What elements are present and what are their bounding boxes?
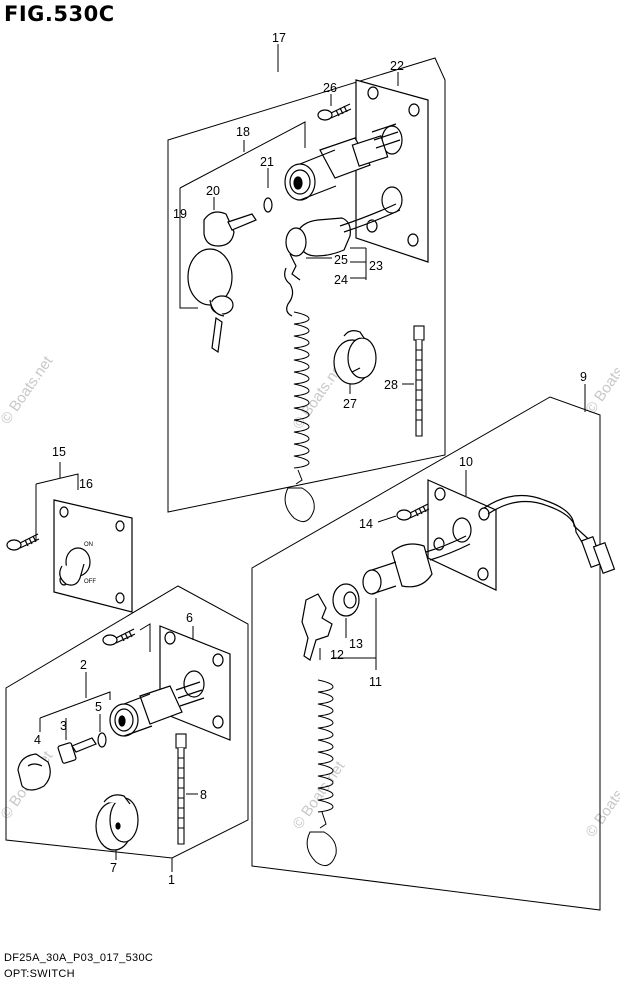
- washer-21: [263, 197, 273, 213]
- leader-bracket-23: [306, 247, 367, 280]
- callout-15: 15: [52, 445, 66, 459]
- lock-plate-12: [301, 593, 333, 661]
- callout-10: 10: [459, 455, 473, 469]
- knob-7: [95, 794, 139, 851]
- nut-13: [332, 583, 360, 617]
- callout-6: 6: [186, 611, 193, 625]
- leader-bracket-2: [39, 672, 111, 740]
- watermark-text: © Boats.net: [0, 352, 57, 427]
- callout-18: 18: [236, 125, 250, 139]
- mounting-plate-6: [159, 625, 231, 741]
- callout-7: 7: [110, 861, 117, 875]
- key-cap-4: [17, 753, 51, 791]
- knob-27: [333, 330, 377, 385]
- group-1-box: [5, 585, 249, 859]
- group-9-box: [251, 396, 601, 911]
- tie-strap-28: [413, 325, 425, 437]
- tie-strap-8: [175, 733, 187, 845]
- callout-16: 16: [79, 477, 93, 491]
- washer-5: [97, 732, 107, 748]
- callout-9: 9: [580, 370, 587, 384]
- callout-22: 22: [390, 59, 404, 73]
- screw-14: [396, 503, 430, 521]
- group-17-box: [167, 57, 446, 513]
- screw-16: [6, 533, 40, 551]
- screw-6: [102, 628, 136, 646]
- coil-cord-top: [284, 311, 315, 523]
- callout-20: 20: [206, 184, 220, 198]
- callout-4: 4: [34, 733, 41, 747]
- callout-13: 13: [349, 637, 363, 651]
- callout-21: 21: [260, 155, 274, 169]
- callout-27: 27: [343, 397, 357, 411]
- switch-plate-16: [53, 499, 133, 613]
- footer-figure-code: DF25A_30A_P03_017_530C: [4, 952, 154, 964]
- callout-25: 25: [334, 253, 348, 267]
- mounting-plate-22: [355, 79, 429, 263]
- callout-labels: 17 22 26 18 21 20 19 25 23 24 27 28 9 10…: [34, 31, 587, 887]
- ignition-switch-bottom: [109, 681, 205, 737]
- leader-bracket-18: [179, 121, 306, 309]
- off-label: OFF: [84, 579, 96, 585]
- callout-12: 12: [330, 648, 344, 662]
- callout-5: 5: [95, 700, 102, 714]
- stop-switch-11: [362, 535, 471, 595]
- callout-26: 26: [323, 81, 337, 95]
- callout-19: 19: [173, 207, 187, 221]
- figure-title: FIG.530C: [4, 2, 115, 26]
- ignition-switch-top: [284, 123, 401, 201]
- leader-14: [377, 515, 397, 523]
- leader-screw-6: [139, 623, 151, 652]
- key-3: [57, 737, 97, 764]
- callout-24: 24: [334, 273, 348, 287]
- screw-26: [317, 103, 352, 121]
- callout-2: 2: [80, 658, 87, 672]
- callout-17: 17: [272, 31, 286, 45]
- group-15-bracket: [35, 462, 79, 540]
- watermark-text: © Boats.net: [582, 765, 620, 840]
- leader-bracket-11: [319, 598, 377, 670]
- callout-14: 14: [359, 517, 373, 531]
- callout-11: 11: [369, 675, 382, 689]
- callout-3: 3: [60, 719, 67, 733]
- key-set-top: [187, 211, 257, 354]
- footer-figure-name: OPT:SWITCH: [4, 968, 75, 980]
- wire-harness-9: [483, 494, 616, 574]
- coil-cord-right: [306, 679, 337, 867]
- callout-1: 1: [168, 873, 175, 887]
- stop-switch-top: [284, 203, 401, 317]
- on-label: ON: [84, 542, 93, 548]
- mounting-plate-10: [427, 479, 497, 591]
- callout-23: 23: [369, 259, 383, 273]
- callout-28: 28: [384, 378, 398, 392]
- watermark-text: © Boats.net: [289, 757, 348, 832]
- callout-8: 8: [200, 788, 207, 802]
- watermark-text: © Boats.net: [582, 342, 620, 417]
